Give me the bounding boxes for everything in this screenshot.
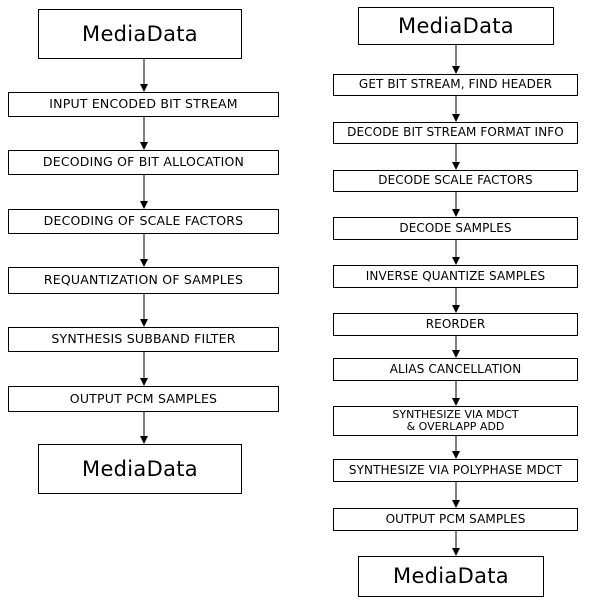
left-step-requantization: REQUANTIZATION OF SAMPLES xyxy=(8,267,279,294)
right-step-output-pcm-samples: OUTPUT PCM SAMPLES xyxy=(333,508,578,531)
right-step-synthesize-polyphase: SYNTHESIZE VIA POLYPHASE MDCT xyxy=(333,459,578,482)
mdct-step-line-1: SYNTHESIZE VIA MDCT xyxy=(392,408,519,421)
left-end-terminal: MediaData xyxy=(38,444,242,494)
left-step-input-encoded-bit-stream: INPUT ENCODED BIT STREAM xyxy=(8,92,279,117)
right-start-terminal: MediaData xyxy=(358,7,554,45)
left-start-terminal: MediaData xyxy=(38,9,242,59)
left-step-decoding-scale-factors: DECODING OF SCALE FACTORS xyxy=(8,209,279,234)
left-step-output-pcm-samples: OUTPUT PCM SAMPLES xyxy=(8,386,279,412)
right-end-terminal: MediaData xyxy=(358,556,544,597)
right-step-decode-format-info: DECODE BIT STREAM FORMAT INFO xyxy=(333,122,578,144)
right-step-alias-cancellation: ALIAS CANCELLATION xyxy=(333,358,578,381)
right-step-reorder: REORDER xyxy=(333,313,578,336)
right-step-inverse-quantize: INVERSE QUANTIZE SAMPLES xyxy=(333,265,578,288)
right-step-decode-scale-factors: DECODE SCALE FACTORS xyxy=(333,170,578,192)
right-step-synthesize-mdct: SYNTHESIZE VIA MDCT & OVERLAPP ADD xyxy=(333,406,578,436)
mdct-step-line-2: & OVERLAPP ADD xyxy=(406,420,505,433)
right-step-decode-samples: DECODE SAMPLES xyxy=(333,217,578,240)
right-step-get-bit-stream: GET BIT STREAM, FIND HEADER xyxy=(333,74,578,96)
left-step-decoding-bit-allocation: DECODING OF BIT ALLOCATION xyxy=(8,150,279,175)
left-step-synthesis-subband-filter: SYNTHESIS SUBBAND FILTER xyxy=(8,327,279,352)
